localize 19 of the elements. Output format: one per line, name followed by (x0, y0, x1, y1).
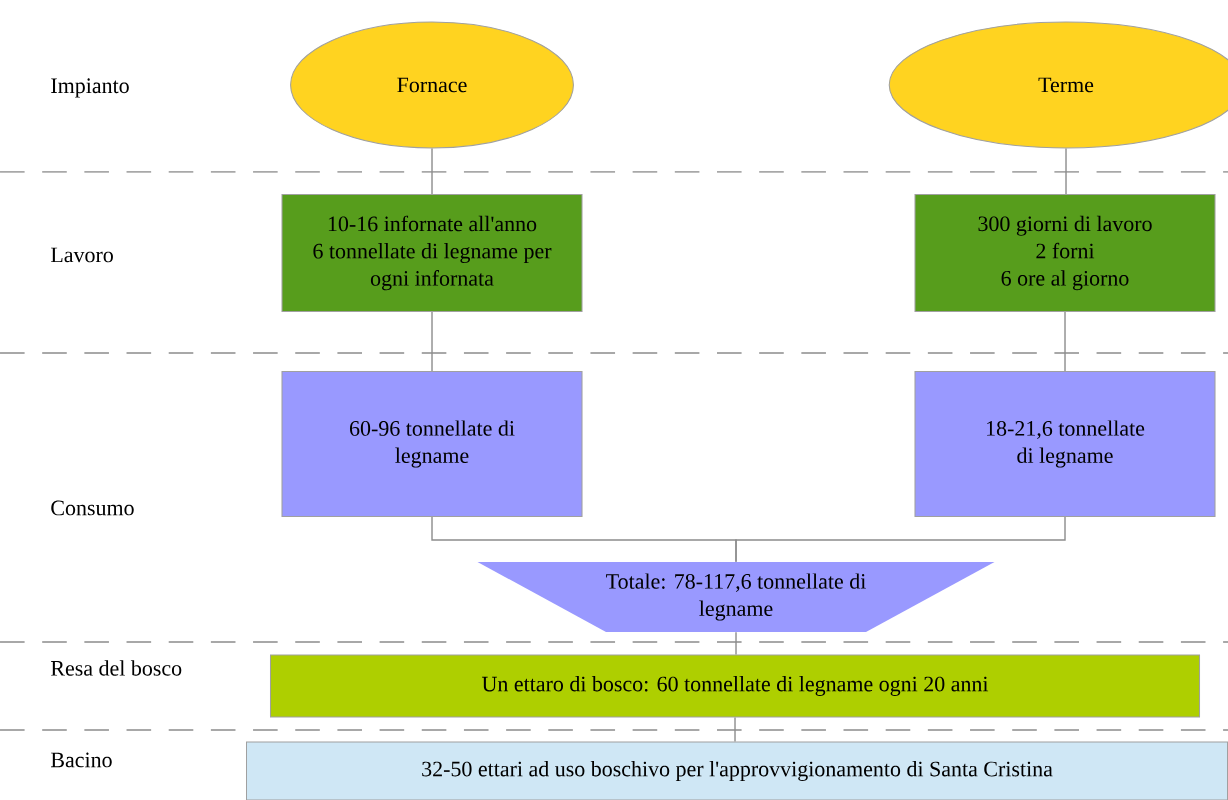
process-box: 300 giorni di lavoro 2 forni 6 ore al giorno (914, 193, 1216, 312)
total-trapezoid: Totale: 78-117,6 tonnellate di legname (477, 562, 995, 632)
process-box: 32-50 ettari ad uso boschivo per l'approvvigionamento di Santa Cristina (246, 741, 1228, 800)
process-box: 10-16 infornate all'anno 6 tonnellate di legname per ogni infornata (281, 193, 583, 312)
connector-line (734, 716, 736, 743)
process-box: Un ettaro di bosco: 60 tonnellate di legname ogni 20 anni (270, 654, 1201, 718)
row-label: Resa del bosco (51, 660, 182, 676)
row-label: Bacino (51, 752, 112, 768)
connector-line (431, 311, 433, 372)
row-label: Lavoro (51, 247, 113, 263)
connector-line (735, 631, 737, 656)
row-label: Consumo (51, 500, 134, 516)
connector-line (1064, 311, 1066, 372)
connector-line (735, 516, 1066, 563)
row-label: Impianto (51, 78, 129, 98)
process-box: 18-21,6 tonnellate di legname (914, 370, 1216, 517)
process-box: 60-96 tonnellate di legname (281, 370, 583, 517)
connector-line (1065, 147, 1067, 195)
connector-line (431, 147, 433, 195)
